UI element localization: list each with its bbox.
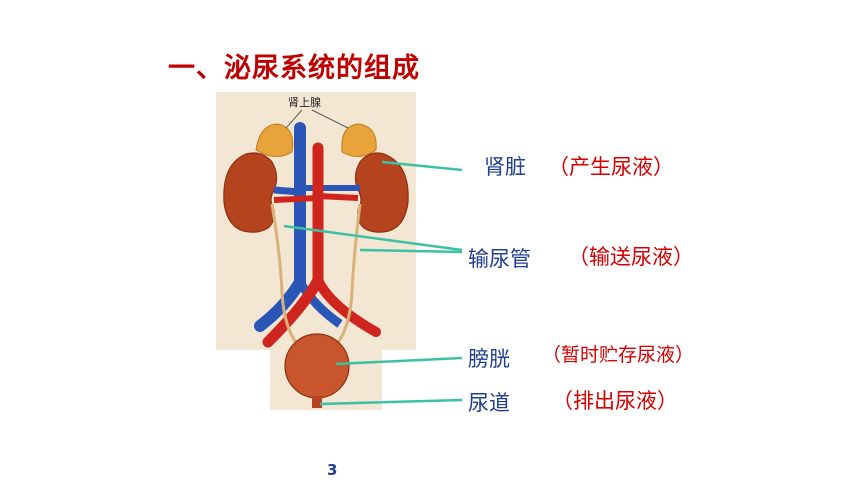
urethra [312, 396, 322, 408]
function-ureter: （输送尿液） [568, 245, 694, 269]
figure-label-adrenal: 肾上腺 [288, 96, 321, 109]
left-ureter [270, 203, 304, 352]
label-ureter: 输尿管 [468, 247, 531, 271]
urinary-system-illustration: 肾上腺 [216, 92, 416, 410]
page-number: 3 [327, 461, 338, 479]
leader-urethra [319, 398, 463, 406]
label-bladder: 膀胱 [468, 347, 510, 371]
leader-ureter-left [283, 224, 463, 252]
left-adrenal-gland [255, 123, 294, 157]
label-urethra: 尿道 [468, 391, 510, 415]
function-urethra: （排出尿液） [552, 389, 678, 413]
label-kidney: 肾脏 [484, 155, 526, 179]
leader-ureter-right [359, 248, 463, 254]
right-ureter [330, 203, 362, 352]
leader-bladder [335, 356, 463, 366]
function-kidney: （产生尿液） [548, 155, 674, 179]
slide-title: 一、泌尿系统的组成 [168, 53, 420, 84]
right-adrenal-gland [341, 123, 377, 157]
function-bladder: （暂时贮存尿液） [542, 344, 695, 366]
leader-kidney [381, 160, 463, 172]
